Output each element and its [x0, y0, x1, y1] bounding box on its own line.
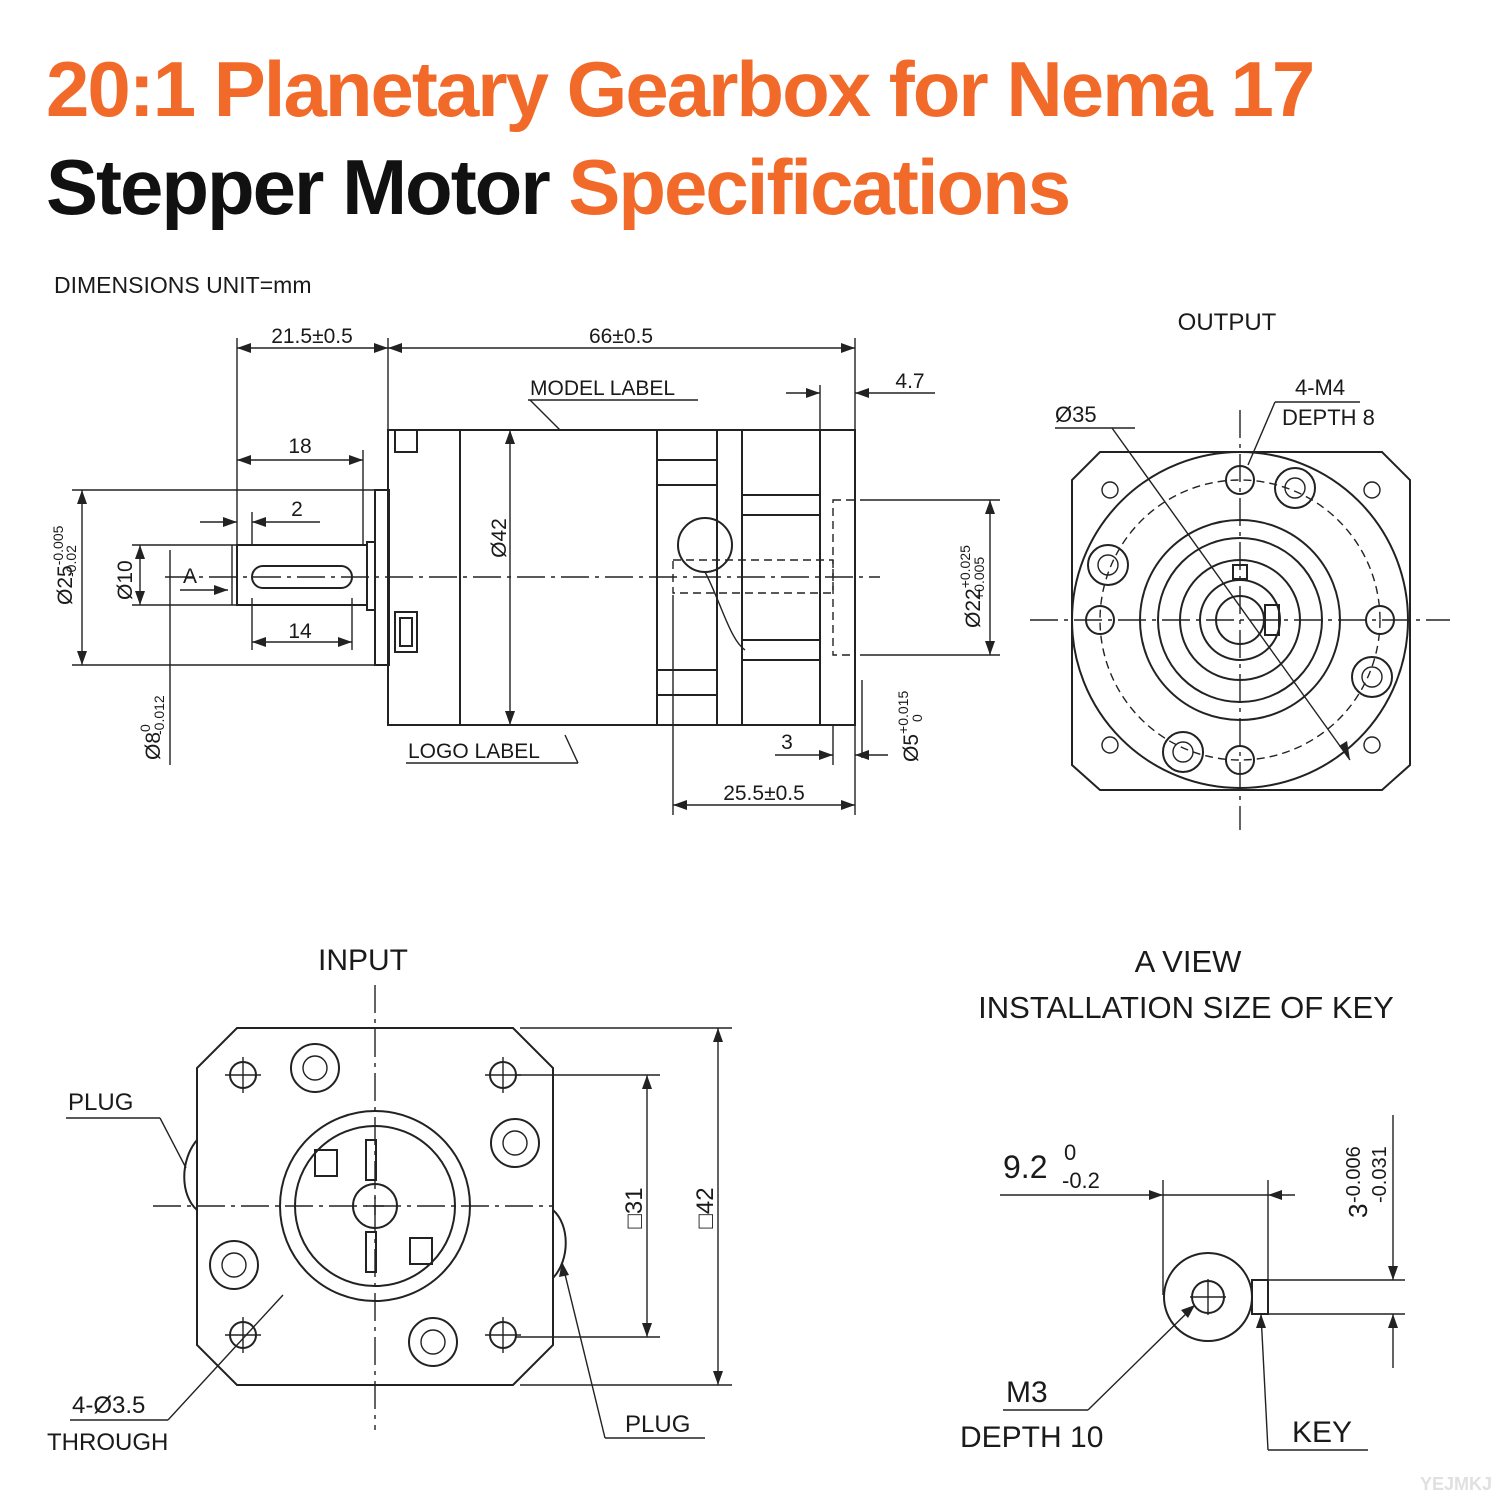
a-view-key-label: KEY — [1292, 1416, 1352, 1449]
a-view: A VIEW INSTALLATION SIZE OF KEY 9.2 0 -0… — [960, 944, 1405, 1454]
dim-input-side: 25.5±0.5 — [723, 782, 805, 805]
input-holes-line1: 4-Ø3.5 — [72, 1392, 145, 1419]
dim-key-offset: 2 — [291, 498, 303, 521]
a-view-subheading: INSTALLATION SIZE OF KEY — [978, 990, 1394, 1025]
a-view-key-dim: 3 — [1343, 1204, 1373, 1218]
input-view: INPUT PLUG PLUG 4-Ø3.5 THROUGH — [47, 944, 732, 1456]
dim-boss-dia: Ø25-0.005 — [50, 525, 77, 605]
dim-shaft10-dia: Ø10 — [114, 560, 137, 600]
title-black-part: Stepper Motor — [46, 143, 551, 231]
dim-shaft8-tol-lo: -0.012 — [151, 695, 167, 735]
a-view-dim-tol-lo: -0.2 — [1062, 1168, 1100, 1193]
dim-input-length: 21.5±0.5 — [271, 325, 353, 348]
dim-square-31: □31 — [621, 1187, 648, 1228]
dim-pilot-dia: Ø22+0.025 — [957, 545, 985, 628]
dim-flange: 4.7 — [895, 370, 924, 393]
output-view: OUTPUT Ø35 4-M4 DEPTH 8 — [1030, 309, 1450, 830]
a-view-key-tol-lo: -0.031 — [1369, 1146, 1391, 1203]
dim-body-length: 66±0.5 — [589, 325, 653, 348]
input-holes-line2: THROUGH — [47, 1429, 168, 1456]
input-hole — [225, 1057, 261, 1093]
dim-bore5-dia: Ø5+0.015 — [895, 691, 923, 762]
a-view-key-tol-up: -0.006 — [1343, 1146, 1365, 1203]
model-label: MODEL LABEL — [530, 377, 675, 400]
output-holes-line1: 4-M4 — [1295, 375, 1345, 400]
dim-boss-dia-tol-lo: -0.02 — [63, 545, 79, 577]
dim-key-length: 14 — [288, 620, 312, 643]
watermark: YEJMKJ — [1420, 1474, 1492, 1494]
input-hole — [225, 1317, 261, 1353]
dim-shaft8-dia: Ø80 — [137, 724, 165, 760]
units-note: DIMENSIONS UNIT=mm — [54, 272, 311, 298]
page-title: 20:1 Planetary Gearbox for Nema 17 Stepp… — [46, 40, 1486, 236]
input-hole — [485, 1317, 521, 1353]
a-view-dim-main: 9.2 — [1003, 1149, 1047, 1185]
a-view-dim-tol-up: 0 — [1064, 1140, 1076, 1165]
title-line-2: Stepper Motor Specifications — [46, 138, 1486, 236]
view-a-marker: A — [183, 565, 197, 588]
input-heading: INPUT — [318, 944, 408, 977]
plug-left-label: PLUG — [68, 1089, 133, 1116]
dim-pilot-tol-lo: +0.005 — [971, 557, 987, 600]
dim-3: 3 — [781, 731, 793, 754]
title-orange-part: Specifications — [568, 143, 1071, 231]
a-view-screw-line2: DEPTH 10 — [960, 1421, 1103, 1454]
dim-body-dia: Ø42 — [488, 518, 511, 558]
a-view-screw-line1: M3 — [1006, 1376, 1048, 1409]
plug-right-label: PLUG — [625, 1411, 690, 1438]
side-view: 21.5±0.5 66±0.5 4.7 MODEL LABEL 18 2 14 — [50, 325, 1000, 815]
output-pcd-dia: Ø35 — [1055, 402, 1097, 427]
output-heading: OUTPUT — [1178, 309, 1277, 336]
a-view-heading: A VIEW — [1135, 944, 1243, 979]
dim-shaft-18: 18 — [288, 435, 311, 458]
output-holes-line2: DEPTH 8 — [1282, 405, 1375, 430]
dim-bore5-tol-lo: 0 — [909, 714, 925, 722]
logo-label: LOGO LABEL — [408, 740, 540, 763]
title-line-1: 20:1 Planetary Gearbox for Nema 17 — [46, 45, 1315, 133]
dim-square-42: □42 — [692, 1187, 719, 1228]
